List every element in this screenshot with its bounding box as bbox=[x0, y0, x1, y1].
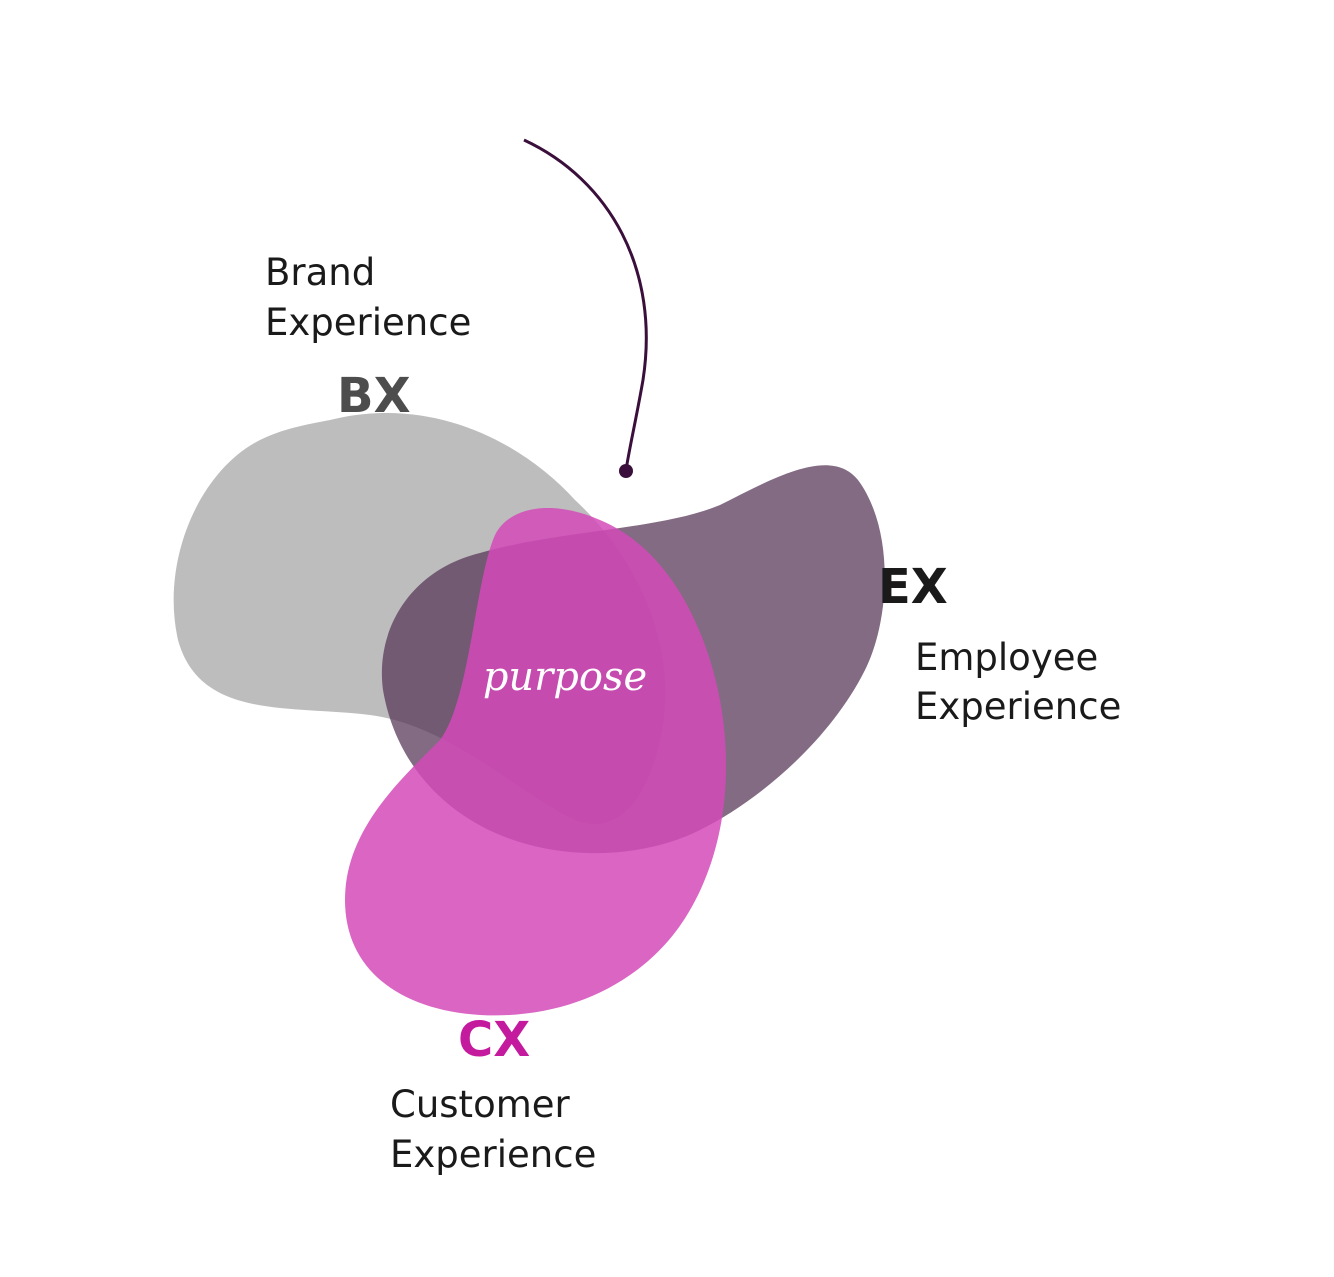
cx-abbr: CX bbox=[458, 1012, 530, 1068]
cx-label-line2: Experience bbox=[390, 1133, 596, 1176]
bx-label-line2: Experience bbox=[265, 301, 471, 344]
ex-abbr: EX bbox=[878, 559, 948, 615]
pointer-arc bbox=[523, 138, 648, 471]
bx-abbr: BX bbox=[337, 368, 411, 424]
cx-label-line1: Customer bbox=[390, 1083, 571, 1126]
pointer-dot bbox=[619, 464, 633, 478]
cx-blob bbox=[345, 508, 727, 1016]
ex-label-line2: Experience bbox=[915, 685, 1121, 728]
purpose-label: purpose bbox=[483, 654, 647, 700]
ex-label-line1: Employee bbox=[915, 636, 1098, 679]
bx-label-line1: Brand bbox=[265, 251, 375, 294]
